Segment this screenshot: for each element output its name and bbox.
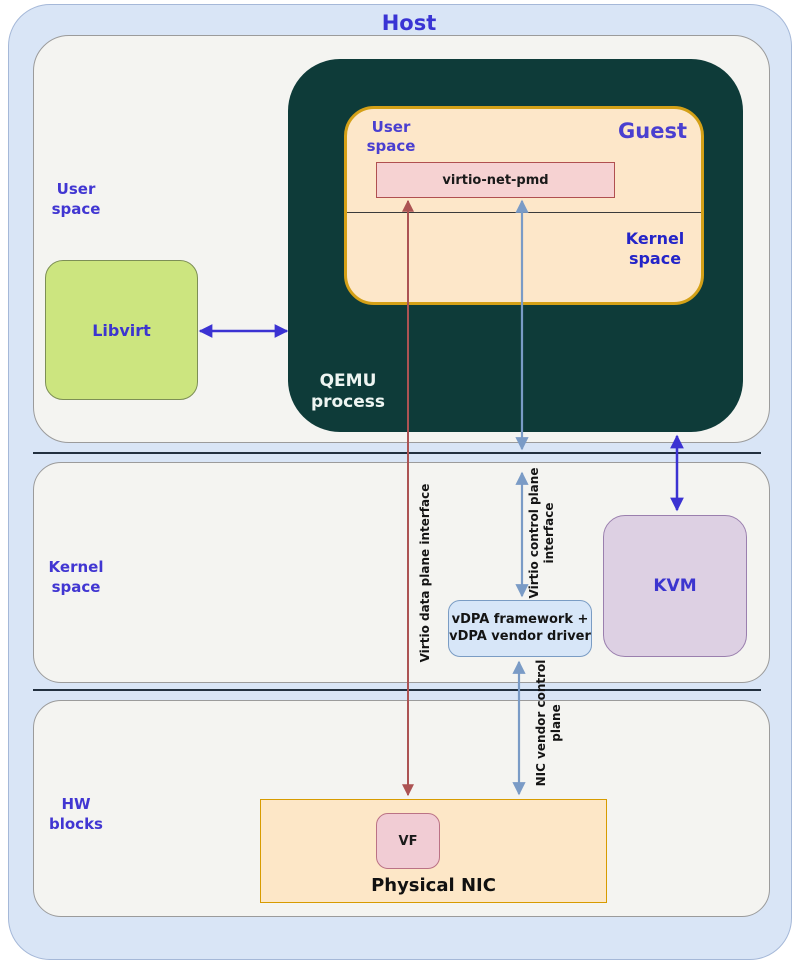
nic-vendor-control-label: NIC vendor control plane — [534, 659, 563, 787]
physical-nic-label: Physical NIC — [371, 875, 496, 896]
kernel-space-label: Kernel space — [48, 558, 104, 596]
guest-kernel-space-label: Kernel space — [625, 229, 685, 268]
host-title: Host — [381, 11, 437, 35]
virtio-net-pmd-box: virtio-net-pmd — [376, 162, 615, 198]
guest-title: Guest — [618, 119, 687, 143]
vdpa-framework-box: vDPA framework + vDPA vendor driver — [448, 600, 592, 657]
kernel-hw-boundary-line — [33, 689, 761, 691]
libvirt-label: Libvirt — [92, 320, 151, 340]
kvm-box: KVM — [603, 515, 747, 657]
kvm-label: KVM — [653, 576, 697, 596]
hw-blocks-label: HW blocks — [49, 795, 103, 833]
qemu-process-label: QEMU process — [310, 371, 386, 413]
guest-box: User space Guest Kernel space virtio-net… — [344, 106, 704, 305]
virtio-data-plane-label: Virtio data plane interface — [418, 483, 432, 663]
guest-user-kernel-divider — [347, 212, 701, 213]
vf-label: VF — [398, 833, 418, 849]
user-kernel-boundary-line — [33, 452, 761, 454]
virtio-net-pmd-label: virtio-net-pmd — [442, 172, 549, 188]
guest-user-space-label: User space — [366, 118, 416, 155]
virtio-control-plane-label: Virtio control plane interface — [527, 467, 556, 599]
libvirt-box: Libvirt — [45, 260, 198, 400]
physical-nic-box: VF Physical NIC — [260, 799, 607, 903]
user-space-label: User space — [51, 180, 101, 218]
vf-box: VF — [376, 813, 440, 869]
